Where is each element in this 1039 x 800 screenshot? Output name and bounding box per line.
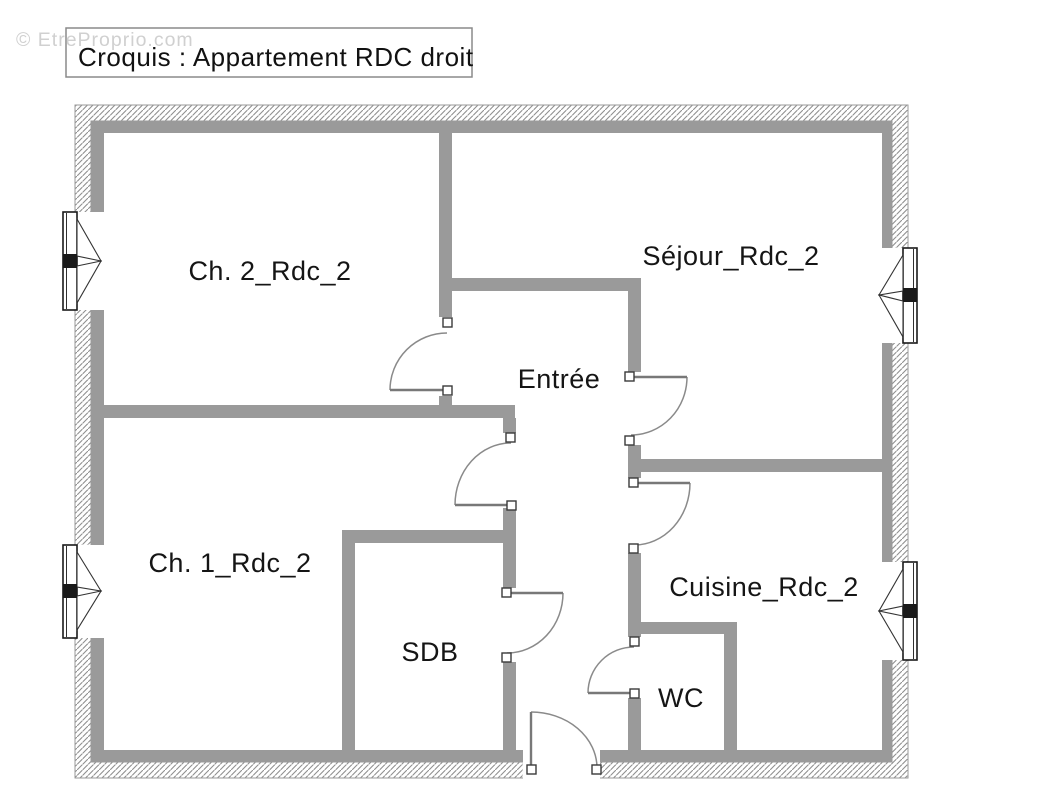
watermark: © EtreProprio.com (16, 29, 194, 51)
wall-sdb-top (342, 530, 503, 543)
door-icon-ch1 (454, 432, 517, 511)
wall-entree-east-2 (628, 445, 641, 478)
window-icon-cuisine (877, 561, 918, 661)
wall-entree-top (443, 278, 641, 291)
room-labels: Ch. 2_Rdc_2 Séjour_Rdc_2 Entrée Ch. 1_Rd… (148, 241, 858, 713)
page-title: Croquis : Appartement RDC droit (78, 42, 474, 72)
door-icon-wc (587, 636, 640, 699)
wall-sdb-left (342, 543, 355, 750)
window-icon-ch2 (62, 211, 103, 311)
wall-ch2-ch1 (104, 405, 515, 418)
wall-entree-east-3 (628, 553, 641, 637)
room-label-wc: WC (658, 683, 704, 713)
door-icon-cuisine (628, 477, 691, 554)
wall-corridor-3 (503, 662, 516, 750)
wall-ch2-sejour-stub (439, 396, 452, 418)
door-icon-sdb (501, 587, 564, 663)
wall-entree-east-4 (628, 698, 641, 750)
interior-walls (104, 133, 882, 750)
room-label-entree: Entrée (518, 364, 601, 394)
room-label-ch2: Ch. 2_Rdc_2 (188, 256, 351, 286)
wall-corridor-1 (503, 418, 516, 433)
window-icon-ch1 (62, 544, 103, 639)
room-label-ch1: Ch. 1_Rdc_2 (148, 548, 311, 578)
wall-wc-top (628, 622, 737, 634)
wall-corridor-2 (503, 508, 516, 588)
wall-entree-east-1 (628, 291, 641, 372)
room-label-cuisine: Cuisine_Rdc_2 (669, 572, 859, 602)
door-icon-sejour (624, 371, 688, 446)
door-icon-entry (526, 711, 602, 775)
wall-cuisine-top (641, 459, 882, 472)
wall-ch2-sejour (439, 133, 452, 317)
room-label-sejour: Séjour_Rdc_2 (642, 241, 819, 271)
room-label-sdb: SDB (401, 637, 458, 667)
door-icon-ch2 (389, 317, 453, 396)
title-box: Croquis : Appartement RDC droit (65, 27, 474, 78)
window-icon-sejour (877, 247, 918, 344)
wall-wc-right (724, 634, 737, 750)
